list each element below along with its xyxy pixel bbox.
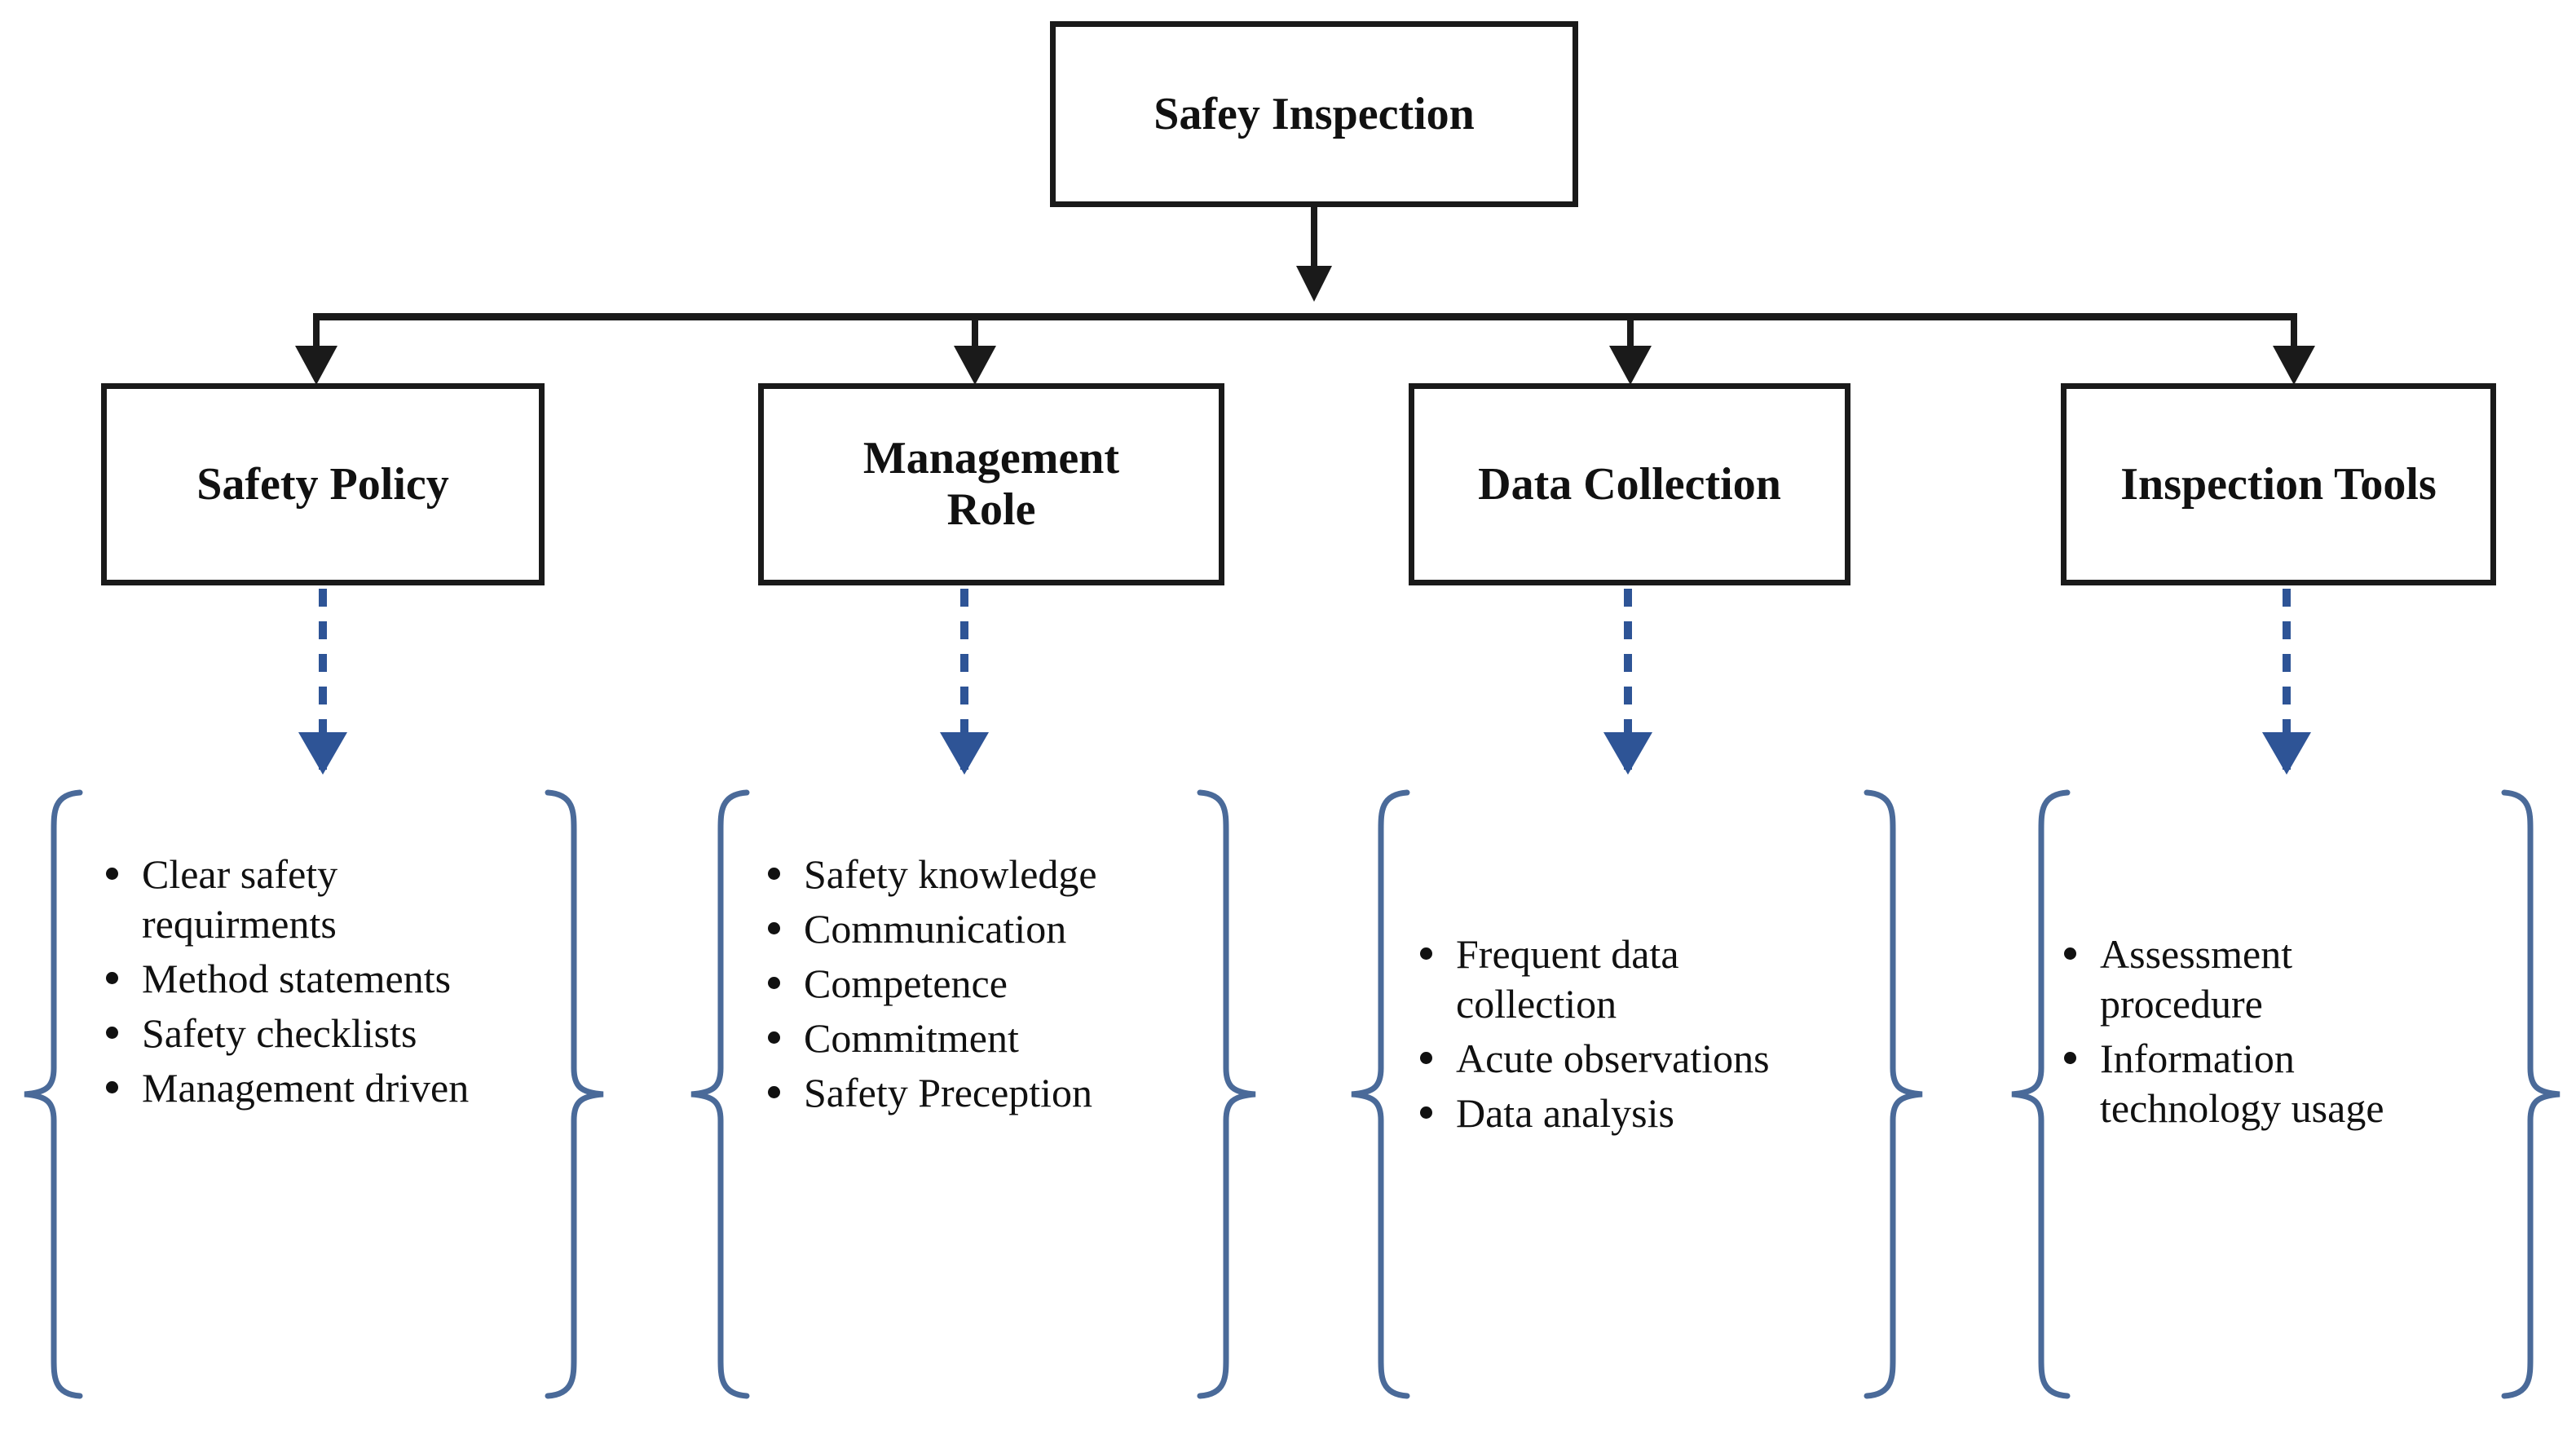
node-data-collection[interactable]: Data Collection — [1409, 383, 1850, 585]
list-item-text: Frequent data collection — [1456, 931, 1679, 1027]
list-item: Method statements — [106, 954, 504, 1004]
list-item-text: Management driven — [142, 1065, 470, 1111]
connector-root-stem — [1311, 207, 1317, 274]
node-management-role[interactable]: Management Role — [758, 383, 1224, 585]
node-safety-policy[interactable]: Safety Policy — [101, 383, 545, 585]
brace-close-1 — [1190, 788, 1264, 1401]
bullet-dot-icon — [768, 1031, 780, 1044]
bullet-list-inspection-tools: Assessment procedure Information technol… — [2054, 930, 2421, 1138]
dashed-line-3 — [2283, 589, 2291, 775]
brace-close-3 — [2494, 788, 2568, 1401]
list-item-text: Clear safety requirments — [142, 851, 338, 947]
list-item: Commitment — [768, 1014, 1158, 1063]
brace-open-2 — [1343, 788, 1417, 1401]
connector-drop-3 — [2291, 313, 2297, 360]
list-item: Safety Preception — [768, 1068, 1158, 1118]
bullet-dot-icon — [1420, 1052, 1432, 1064]
brace-open-1 — [683, 788, 756, 1401]
brace-close-2 — [1857, 788, 1930, 1401]
list-item: Communication — [768, 904, 1158, 954]
connector-drop-1 — [972, 313, 978, 360]
connector-drop-0 — [313, 313, 320, 360]
brace-open-0 — [16, 788, 90, 1401]
arrowhead-root-to-bus — [1296, 266, 1332, 302]
bullet-list-safety-policy: Clear safety requirments Method statemen… — [96, 850, 504, 1118]
arrowhead-child-0 — [295, 346, 337, 385]
node-label-child-0: Safety Policy — [196, 458, 449, 510]
node-safety-inspection[interactable]: Safey Inspection — [1050, 21, 1578, 207]
list-item: Management driven — [106, 1063, 504, 1113]
list-item: Information technology usage — [2064, 1034, 2421, 1133]
dashed-arrowhead-3 — [2262, 732, 2311, 775]
dashed-line-1 — [960, 589, 968, 775]
list-item-text: Safety Preception — [804, 1070, 1093, 1115]
node-label-root: Safey Inspection — [1153, 88, 1475, 139]
brace-open-3 — [2004, 788, 2077, 1401]
arrowhead-child-2 — [1609, 346, 1652, 385]
bullet-list-data-collection: Frequent data collection Acute observati… — [1410, 930, 1802, 1143]
list-item-text: Method statements — [142, 956, 452, 1001]
node-label-child-3: Inspection Tools — [2120, 458, 2437, 510]
bullet-dot-icon — [106, 972, 118, 984]
dashed-arrow-0 — [298, 589, 347, 775]
dashed-arrowhead-1 — [940, 732, 989, 775]
list-item-text: Safety knowledge — [804, 851, 1097, 897]
node-label-child-1: Management Role — [862, 433, 1120, 535]
list-item: Assessment procedure — [2064, 930, 2421, 1029]
bullet-dot-icon — [768, 1086, 780, 1098]
bullet-list-management-role: Safety knowledge Communication Competenc… — [758, 850, 1158, 1123]
brace-close-0 — [538, 788, 611, 1401]
list-item-text: Competence — [804, 961, 1008, 1006]
connector-horizontal-bus — [313, 313, 2297, 320]
bullet-dot-icon — [768, 868, 780, 880]
bullet-dot-icon — [106, 868, 118, 880]
list-item-text: Acute observations — [1456, 1036, 1770, 1081]
list-item-text: Data analysis — [1456, 1090, 1674, 1136]
node-inspection-tools[interactable]: Inspection Tools — [2061, 383, 2496, 585]
dashed-arrow-1 — [940, 589, 989, 775]
list-item-text: Information technology usage — [2100, 1036, 2384, 1131]
bullet-dot-icon — [1420, 947, 1432, 960]
dashed-line-2 — [1624, 589, 1632, 775]
arrowhead-child-1 — [954, 346, 996, 385]
dashed-arrow-3 — [2262, 589, 2311, 775]
bullet-dot-icon — [106, 1027, 118, 1039]
list-item-text: Assessment procedure — [2100, 931, 2293, 1027]
dashed-arrowhead-2 — [1603, 732, 1652, 775]
list-item-text: Commitment — [804, 1015, 1019, 1061]
bullet-dot-icon — [2064, 947, 2076, 960]
dashed-arrowhead-0 — [298, 732, 347, 775]
list-item-text: Safety checklists — [142, 1010, 417, 1056]
list-item-text: Communication — [804, 906, 1067, 952]
list-item: Competence — [768, 959, 1158, 1009]
bullet-dot-icon — [106, 1081, 118, 1093]
bullet-dot-icon — [1420, 1106, 1432, 1119]
list-item: Safety knowledge — [768, 850, 1158, 899]
connector-drop-2 — [1627, 313, 1634, 360]
dashed-line-0 — [319, 589, 327, 775]
list-item: Safety checklists — [106, 1009, 504, 1058]
bullet-dot-icon — [768, 922, 780, 934]
list-item: Frequent data collection — [1420, 930, 1802, 1029]
arrowhead-child-3 — [2273, 346, 2315, 385]
dashed-arrow-2 — [1603, 589, 1652, 775]
bullet-dot-icon — [768, 977, 780, 989]
list-item: Clear safety requirments — [106, 850, 504, 949]
list-item: Acute observations — [1420, 1034, 1802, 1084]
node-label-child-2: Data Collection — [1478, 458, 1781, 510]
bullet-dot-icon — [2064, 1052, 2076, 1064]
list-item: Data analysis — [1420, 1089, 1802, 1138]
